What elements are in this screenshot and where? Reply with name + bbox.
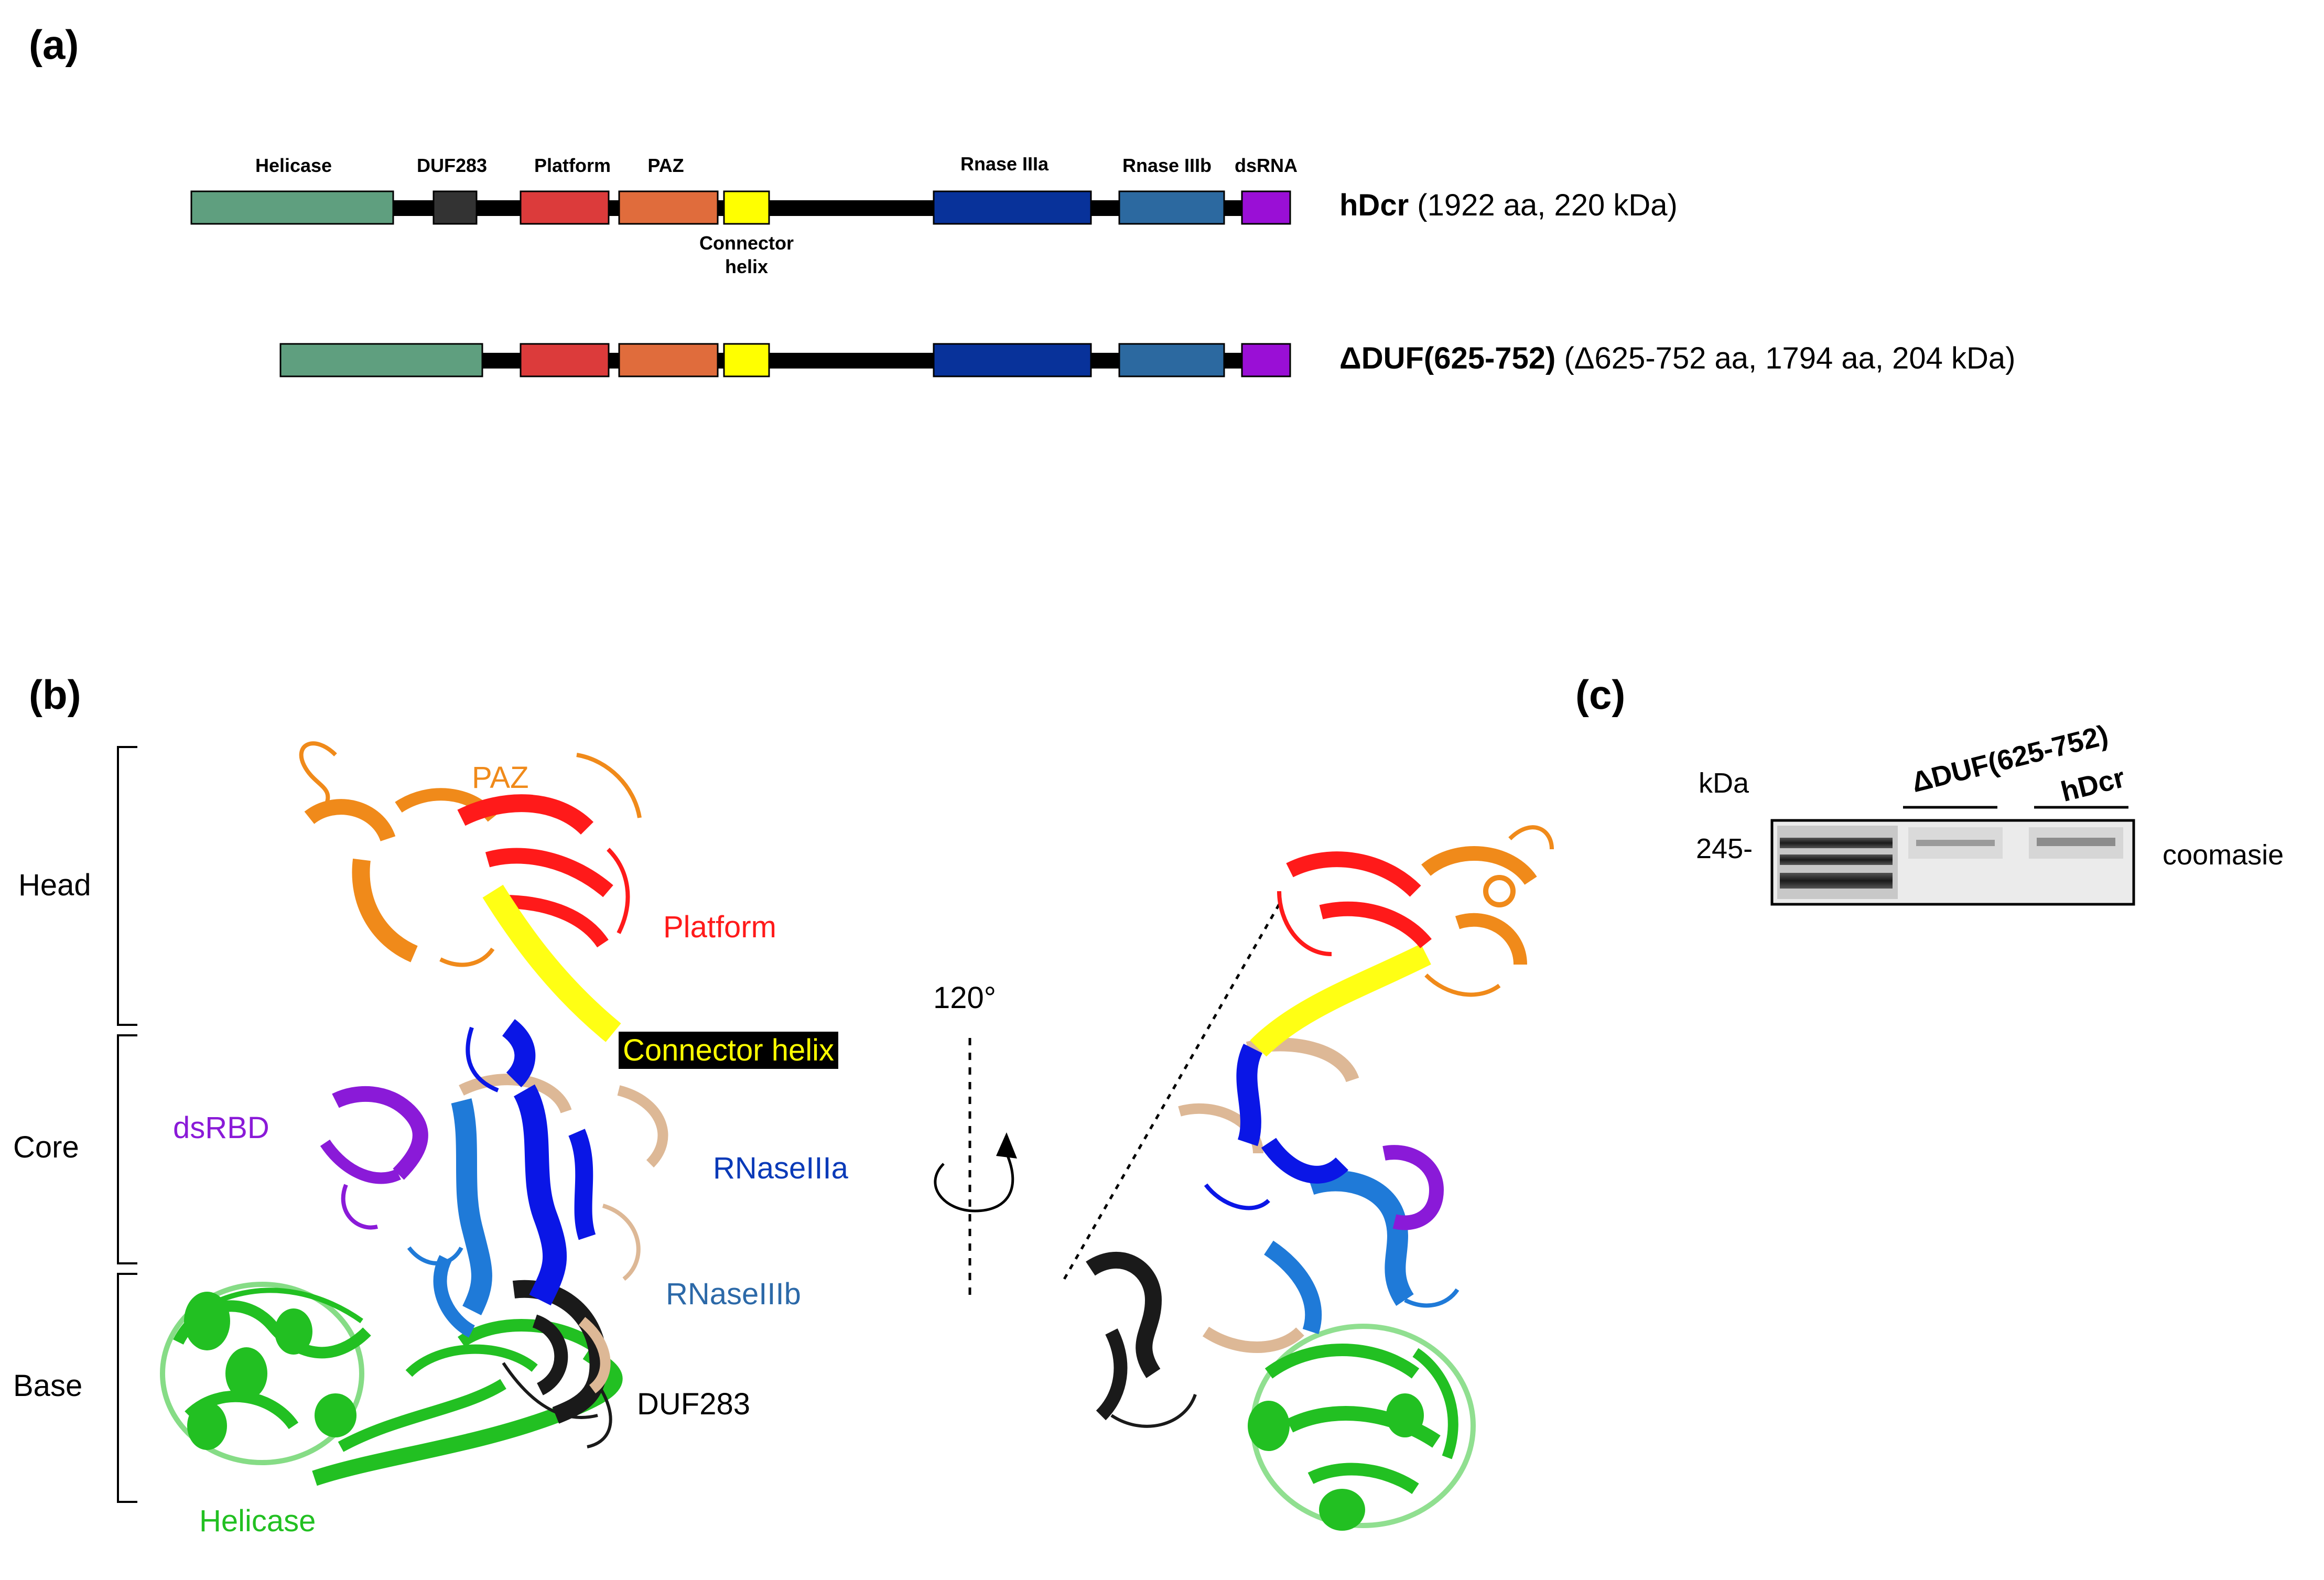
rotation-angle-label: 120° (933, 981, 996, 1015)
left-structure (160, 741, 668, 1486)
gel-hdcr-band (2037, 838, 2115, 846)
construct-dduf-name: ΔDUF(625-752) (1339, 341, 1556, 375)
gel-marker-band-1 (1780, 838, 1893, 848)
structure-label-duf283: DUF283 (637, 1387, 750, 1421)
structure-label-platform: Platform (663, 910, 776, 944)
bracket-base (117, 1273, 137, 1503)
panel-a-label: (a) (29, 21, 79, 68)
right-dotted-link (1063, 903, 1281, 1280)
hdcr-rnase3b-box (1118, 190, 1225, 225)
dduf-dsrna-box (1241, 343, 1291, 377)
gel-marker-band-3 (1780, 873, 1893, 889)
label-duf283: DUF283 (416, 155, 488, 176)
label-connector-line2: helix (725, 256, 769, 277)
left-helicase-ribbons (160, 1282, 623, 1486)
label-platform: Platform (534, 155, 611, 176)
bracket-label-head: Head (18, 868, 91, 902)
gel-marker-band-2 (1780, 854, 1893, 865)
hdcr-connector-box (723, 190, 770, 225)
left-helicase-helices (184, 1292, 356, 1450)
structure-label-paz: PAZ (472, 761, 529, 795)
label-rnase3a: Rnase IIIa (960, 153, 1049, 175)
hdcr-rnase3a-box (933, 190, 1092, 225)
gel-dduf-band (1916, 840, 1995, 846)
label-helicase: Helicase (255, 155, 332, 176)
panel-c-label: (c) (1575, 672, 1626, 718)
construct-hdcr-name: hDcr (1339, 188, 1409, 222)
right-connector-helix (1250, 944, 1431, 1057)
hdcr-paz-box (618, 190, 719, 225)
label-connector-line1: Connector (699, 232, 794, 254)
right-helicase-helices (1248, 1393, 1424, 1531)
hdcr-duf283-box (433, 190, 478, 225)
right-structure (1063, 825, 1554, 1531)
bracket-label-core: Core (13, 1130, 79, 1164)
structure-label-rnase3b: RNaseIIIb (666, 1277, 801, 1311)
dduf-paz-box (618, 343, 719, 377)
right-paz (1421, 825, 1554, 997)
right-rnase3a (1204, 1044, 1349, 1210)
label-dsrna: dsRNA (1234, 155, 1298, 176)
structure-label-connector-helix: Connector helix (619, 1032, 838, 1069)
left-rnase3a (466, 1019, 596, 1306)
left-rnase3b (407, 1098, 492, 1338)
bracket-core (117, 1034, 137, 1264)
bracket-label-base: Base (13, 1369, 83, 1403)
dduf-platform-box (520, 343, 610, 377)
structure-label-rnase3a: RNaseIIIa (713, 1151, 848, 1185)
right-rnase3b (1263, 1170, 1460, 1335)
left-dsrbd (320, 1086, 428, 1230)
panel-b-label: (b) (29, 672, 81, 718)
construct-dduf-caption: ΔDUF(625-752) (Δ625-752 aa, 1794 aa, 204… (1339, 341, 2015, 376)
gel-marker-label: 245- (1696, 833, 1753, 864)
label-rnase3b: Rnase IIIb (1122, 155, 1212, 176)
gel-stain-label: coomasie (2163, 839, 2284, 871)
hdcr-platform-box (520, 190, 610, 225)
construct-hdcr-detail: (1922 aa, 220 kDa) (1409, 188, 1678, 222)
dduf-helicase-box (279, 343, 483, 377)
right-duf283 (1086, 1251, 1197, 1428)
construct-hdcr-caption: hDcr (1922 aa, 220 kDa) (1339, 188, 1678, 223)
structure-label-helicase: Helicase (199, 1504, 316, 1538)
hdcr-dsrna-box (1241, 190, 1291, 225)
bracket-head (117, 746, 137, 1026)
hdcr-helicase-box (190, 190, 394, 225)
gel-unit-label: kDa (1699, 767, 1749, 799)
structure-label-dsrbd: dsRBD (173, 1111, 269, 1145)
left-platform (457, 794, 630, 948)
label-paz: PAZ (647, 155, 684, 176)
dduf-rnase3a-box (933, 343, 1092, 377)
left-connector-helix (482, 884, 621, 1042)
right-dsrbd (1382, 1145, 1444, 1230)
dduf-connector-box (723, 343, 770, 377)
construct-dduf-detail: (Δ625-752 aa, 1794 aa, 204 kDa) (1555, 341, 2016, 375)
dduf-rnase3b-box (1118, 343, 1225, 377)
rotation-indicator (934, 1038, 1017, 1295)
domain-brackets (117, 746, 137, 1503)
right-platform (1277, 851, 1432, 956)
